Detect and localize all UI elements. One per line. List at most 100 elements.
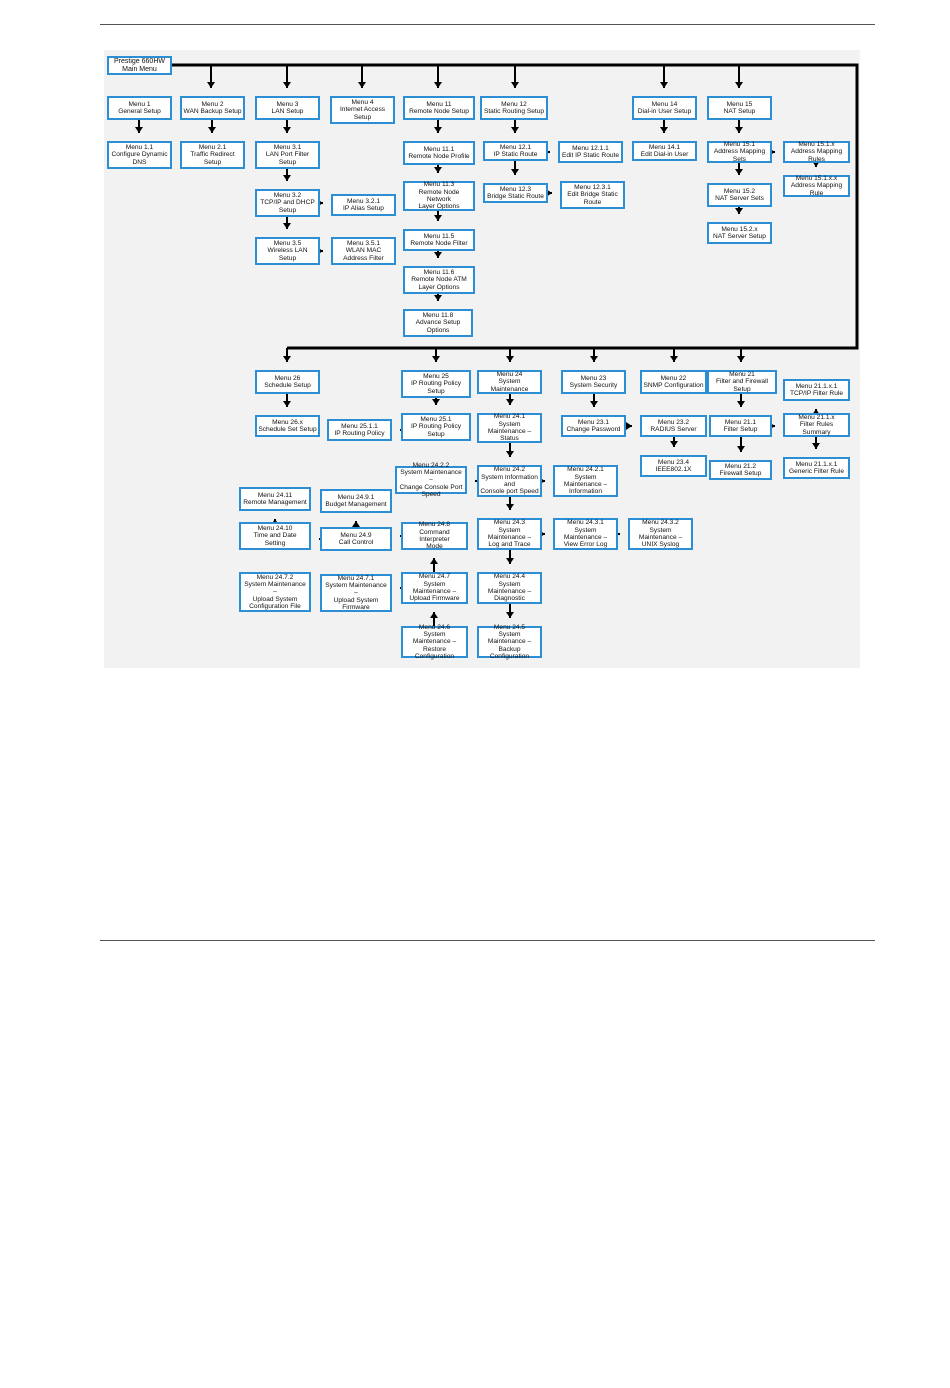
- menu-node-m3-5-1: Menu 3.5.1 WLAN MAC Address Filter: [331, 237, 396, 265]
- arrowhead: [735, 169, 743, 175]
- arrowhead: [506, 558, 514, 564]
- menu-node-m25: Menu 25 IP Routing Policy Setup: [401, 370, 471, 398]
- arrowhead: [506, 399, 514, 405]
- arrowhead: [506, 612, 514, 618]
- arrowhead: [506, 451, 514, 457]
- menu-node-m24-9: Menu 24.9 Call Control: [320, 527, 392, 551]
- menu-node-m24-3: Menu 24.3 System Maintenance – Log and T…: [477, 518, 542, 550]
- arrowhead: [283, 356, 291, 362]
- arrowhead: [670, 356, 678, 362]
- menu-node-m21-1-x-1: Menu 21.1.x.1 TCP/IP Filter Rule: [783, 379, 850, 401]
- menu-node-m14: Menu 14 Dial-in User Setup: [632, 96, 697, 120]
- menu-node-m1-1: Menu 1.1 Configure Dynamic DNS: [107, 141, 172, 169]
- menu-node-m24-3-1: Menu 24.3.1 System Maintenance – View Er…: [553, 518, 618, 550]
- arrowhead: [737, 356, 745, 362]
- arrowhead: [735, 127, 743, 133]
- menu-node-m21-1-x-1b: Menu 21.1.x.1 Generic Filter Rule: [783, 457, 850, 479]
- menu-node-m12-1: Menu 12.1 IP Static Route: [483, 141, 548, 161]
- arrowhead: [434, 215, 442, 221]
- menu-node-m24-7-2: Menu 24.7.2 System Maintenance – Upload …: [239, 572, 311, 612]
- menu-node-m24-2-1: Menu 24.2.1 System Maintenance – Informa…: [553, 465, 618, 497]
- bottom-rule: [100, 940, 875, 941]
- menu-node-m12: Menu 12 Static Routing Setup: [480, 96, 548, 120]
- arrowhead: [590, 401, 598, 407]
- menu-node-m15-1-x: Menu 15.1.x Address Mapping Rules: [783, 141, 850, 163]
- arrowhead: [506, 356, 514, 362]
- arrowhead: [358, 82, 366, 88]
- menu-node-m25-1: Menu 25.1 IP Routing Policy Setup: [401, 413, 471, 441]
- menu-node-m12-3: Menu 12.3 Bridge Static Route: [483, 183, 548, 203]
- arrowhead: [352, 521, 360, 527]
- menu-node-m24-11: Menu 24.11 Remote Management: [239, 487, 311, 511]
- arrowhead: [283, 175, 291, 181]
- menu-node-m24-2-2: Menu 24.2.2 System Maintenance – Change …: [395, 462, 467, 498]
- arrowhead: [432, 356, 440, 362]
- menu-node-m3: Menu 3 LAN Setup: [255, 96, 320, 120]
- menu-node-m15-2: Menu 15.2 NAT Server Sets: [707, 183, 772, 207]
- menu-node-m15: Menu 15 NAT Setup: [707, 96, 772, 120]
- arrowhead: [283, 127, 291, 133]
- menu-node-m14-1: Menu 14.1 Edit Dial-in User: [632, 141, 697, 161]
- menu-node-m11: Menu 11 Remote Node Setup: [403, 96, 475, 120]
- menu-node-m23-4: Menu 23.4 IEEE802.1X: [640, 455, 707, 477]
- menu-node-m11-1: Menu 11.1 Remote Node Profile: [403, 141, 475, 165]
- menu-node-m24-5: Menu 24.5 System Maintenance – Backup Co…: [477, 624, 542, 660]
- menu-node-m24-10: Menu 24.10 Time and Date Setting: [239, 522, 311, 550]
- menu-node-m3-2: Menu 3.2 TCP/IP and DHCP Setup: [255, 189, 320, 217]
- menu-node-m24-8: Menu 24.8 Command Interpreter Mode: [401, 521, 468, 550]
- arrowhead: [735, 208, 743, 214]
- arrowhead: [660, 82, 668, 88]
- arrowhead: [207, 82, 215, 88]
- menu-node-m26: Menu 26 Schedule Setup: [255, 370, 320, 394]
- arrowhead: [434, 82, 442, 88]
- arrowhead: [737, 401, 745, 407]
- arrowhead: [506, 504, 514, 510]
- menu-node-m24-6: Menu 24.6 System Maintenance – Restore C…: [401, 624, 468, 660]
- menu-node-m4: Menu 4 Internet Access Setup: [330, 96, 395, 124]
- menu-node-m22: Menu 22 SNMP Configuration: [640, 370, 707, 394]
- menu-node-m25-1-1: Menu 25.1.1 IP Routing Policy: [327, 419, 392, 441]
- arrowhead: [660, 127, 668, 133]
- arrowhead: [283, 223, 291, 229]
- arrowhead: [434, 252, 442, 258]
- menu-node-m11-5: Menu 11.5 Remote Node Filter: [403, 229, 475, 251]
- menu-node-m3-2-1: Menu 3.2.1 IP Alias Setup: [331, 194, 396, 216]
- menu-node-m24-2: Menu 24.2 System Information and Console…: [477, 465, 542, 497]
- menu-node-m23-2: Menu 23.2 RADIUS Server: [640, 415, 707, 437]
- menu-node-m24-4: Menu 24.4 System Maintenance – Diagnosti…: [477, 572, 542, 604]
- arrowhead: [590, 356, 598, 362]
- arrowhead: [626, 422, 632, 430]
- arrowhead: [737, 446, 745, 452]
- arrowhead: [283, 82, 291, 88]
- menu-node-m12-1-1: Menu 12.1.1 Edit IP Static Route: [558, 141, 623, 163]
- menu-node-m2-1: Menu 2.1 Traffic Redirect Setup: [180, 141, 245, 169]
- menu-node-m2: Menu 2 WAN Backup Setup: [180, 96, 245, 120]
- menu-node-m21-1-x: Menu 21.1.x Filter Rules Summary: [783, 413, 850, 437]
- menu-node-m24-7-1: Menu 24.7.1 System Maintenance – Upload …: [320, 574, 392, 612]
- menu-node-m15-1: Menu 15.1 Address Mapping Sets: [707, 141, 772, 163]
- menu-node-m21: Menu 21 Filter and Firewall Setup: [707, 370, 777, 394]
- arrowhead: [670, 441, 678, 447]
- menu-node-m24: Menu 24 System Maintenance: [477, 370, 542, 394]
- menu-node-m11-3: Menu 11.3 Remote Node Network Layer Opti…: [403, 181, 475, 211]
- menu-node-m11-6: Menu 11.6 Remote Node ATM Layer Options: [403, 266, 475, 294]
- arrowhead: [812, 443, 820, 449]
- menu-node-m23: Menu 23 System Security: [561, 370, 626, 394]
- menu-node-m21-2: Menu 21.2 Firewall Setup: [709, 460, 772, 480]
- arrowhead: [511, 82, 519, 88]
- menu-node-m1: Menu 1 General Setup: [107, 96, 172, 120]
- menu-node-root: Prestige 660HW Main Menu: [107, 56, 172, 75]
- menu-node-m24-1: Menu 24.1 System Maintenance – Status: [477, 413, 542, 443]
- menu-node-m24-7: Menu 24.7 System Maintenance – Upload Fi…: [401, 572, 468, 604]
- arrowhead: [434, 167, 442, 173]
- menu-node-m24-3-2: Menu 24.3.2 System Maintenance – UNIX Sy…: [628, 518, 693, 550]
- menu-node-m23-1: Menu 23.1 Change Password: [561, 415, 626, 437]
- menu-node-m21-1: Menu 21.1 Filter Setup: [709, 415, 772, 437]
- menu-node-m11-8: Menu 11.8 Advance Setup Options: [403, 309, 473, 337]
- menu-node-m15-2-x: Menu 15.2.x NAT Server Setup: [707, 222, 772, 244]
- arrowhead: [432, 399, 440, 405]
- arrowhead: [283, 401, 291, 407]
- menu-node-m3-5: Menu 3.5 Wireless LAN Setup: [255, 237, 320, 265]
- arrowhead: [135, 127, 143, 133]
